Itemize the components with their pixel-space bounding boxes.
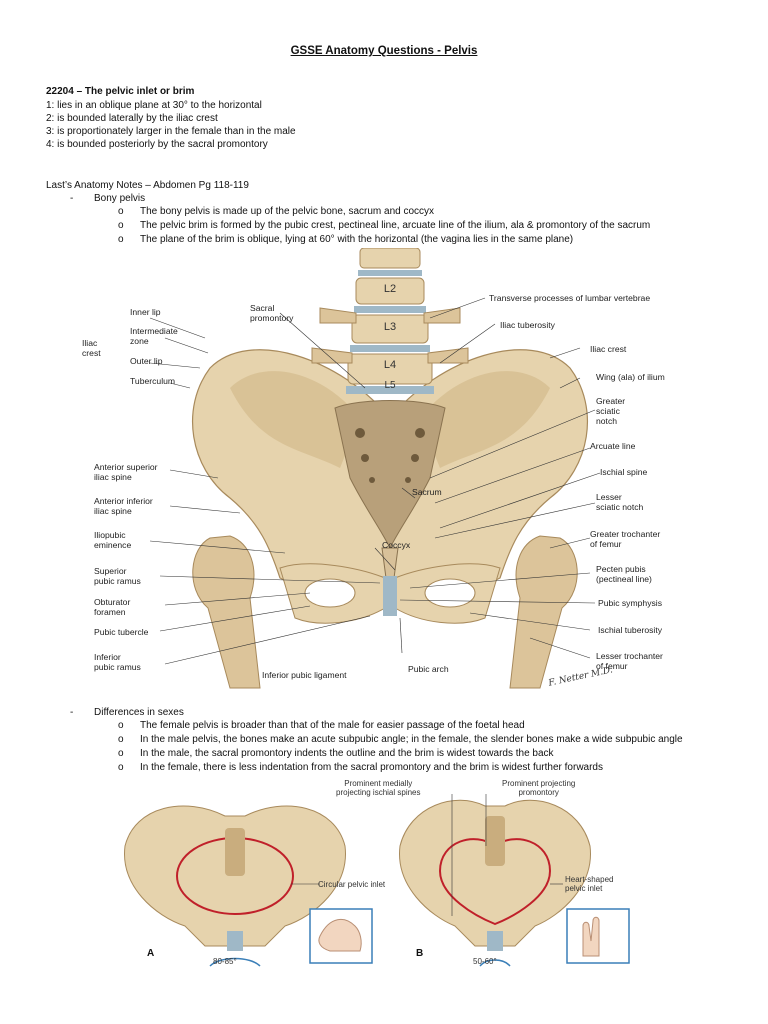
vertebra-label: L3	[384, 321, 396, 333]
label-pecten-pubis: Pecten pubis(pectineal line)	[596, 564, 652, 584]
label-pubic-tubercle: Pubic tubercle	[94, 627, 149, 637]
question-heading: 22204 – The pelvic inlet or brim	[46, 86, 195, 97]
source-reference: Last’s Anatomy Notes – Abdomen Pg 118-11…	[46, 180, 249, 191]
vertebra-label: L4	[384, 359, 396, 371]
label-ischial-spine: Ischial spine	[600, 467, 648, 477]
label-tuberculum: Tuberculum	[130, 376, 176, 386]
label-angle-b: 50-60°	[473, 957, 497, 966]
section-bony-pelvis: -Bony pelvis	[70, 193, 146, 204]
panel-label-a: A	[147, 948, 155, 959]
label-transverse-processes: Transverse processes of lumbar vertebrae	[489, 293, 651, 303]
question-option: 4: is bounded posteriorly by the sacral …	[46, 139, 268, 150]
label-angle-a: 80-85°	[213, 957, 237, 966]
section-heading: Bony pelvis	[94, 193, 146, 204]
page-title: GSSE Anatomy Questions - Pelvis	[290, 45, 478, 57]
label-outer-lip: Outer lip	[130, 356, 163, 366]
section-heading: Differences in sexes	[94, 707, 184, 718]
label-sacrum: Sacrum	[412, 487, 442, 497]
label-ischial-tuberosity: Ischial tuberosity	[598, 625, 663, 635]
label-circular-pelvic-inlet: Circular pelvic inlet	[318, 880, 386, 889]
vertebra-label: L2	[384, 283, 396, 295]
section-differences: -Differences in sexes	[70, 707, 184, 718]
pelvis-anatomy-illustration: L2 L3 L4 L5	[90, 248, 690, 700]
panel-label-b: B	[416, 948, 424, 959]
label-wing-of-ilium: Wing (ala) of ilium	[596, 372, 665, 382]
question-option: 1: lies in an oblique plane at 30° to th…	[46, 100, 262, 111]
question-option: 2: is bounded laterally by the iliac cre…	[46, 113, 218, 124]
label-pubic-arch: Pubic arch	[408, 664, 449, 674]
label-inferior-pubic-ligament: Inferior pubic ligament	[262, 670, 347, 680]
sex-differences-illustration	[124, 794, 630, 967]
label-iliac-tuberosity: Iliac tuberosity	[500, 320, 555, 330]
vertebra-label: L5	[384, 380, 396, 391]
label-iliac-crest-right: Iliac crest	[590, 344, 627, 354]
label-arcuate-line: Arcuate line	[590, 441, 636, 451]
label-coccyx: Coccyx	[382, 540, 411, 550]
label-inner-lip: Inner lip	[130, 307, 161, 317]
question-option: 3: is proportionately larger in the fema…	[46, 126, 296, 137]
label-pubic-symphysis: Pubic symphysis	[598, 598, 662, 608]
